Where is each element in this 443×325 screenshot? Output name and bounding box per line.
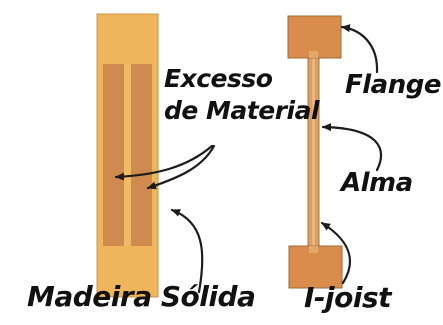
excess-material-label: Excesso de Material [164,63,320,127]
web-label: Alma [341,168,413,198]
excess-material-label-line1: Excesso [164,64,273,93]
solid-lumber-arrow [170,208,204,294]
ijoist-caption: I-joist [304,281,392,314]
ijoist-bottom-flange-slot [309,246,318,253]
flange-label: Flange [345,70,441,100]
excess-material-label-line2: de Material [164,96,320,125]
excess-material-left [103,64,124,246]
ijoist-top-flange-slot [309,51,318,58]
excess-arrow-right [146,144,216,190]
excess-arrow-left [114,144,214,181]
ijoist-arrow [320,221,352,285]
solid-wood-caption: Madeira Sólida [27,280,256,313]
pointer-arrows [114,24,382,294]
solid-lumber [96,13,159,298]
flange-arrow [340,24,379,74]
web-arrow [321,123,382,172]
excess-material-right [131,64,152,246]
solid-lumber-core [124,64,131,246]
ijoist [287,15,343,289]
